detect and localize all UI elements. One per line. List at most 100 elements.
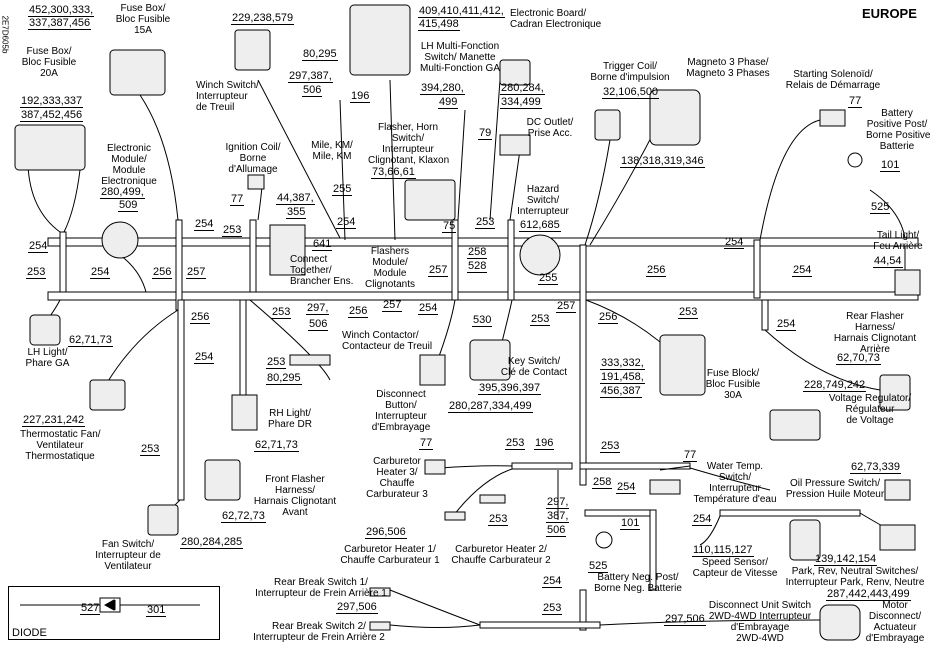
dc-outlet <box>499 134 531 156</box>
label-carb-heater-1: Carburetor Heater 1/Chauffe Carburateur … <box>340 544 440 566</box>
oil-pressure-switch <box>884 479 911 501</box>
label-dc-outlet: DC Outlet/Prise Acc. <box>526 117 574 139</box>
label-tail-light: Tail Light/Feu Arrière <box>873 230 923 252</box>
ref-number: 499 <box>438 96 459 109</box>
ref-number: 253 <box>488 513 509 526</box>
ref-number: 387,452,456 <box>20 109 84 122</box>
disconnect-button <box>419 354 446 386</box>
ref-number: 257 <box>556 300 577 313</box>
label-key-switch: Key Switch/Clé de Contact <box>500 356 568 378</box>
fuse-block-30a <box>659 334 706 396</box>
ref-number: 333,332, <box>600 357 645 370</box>
flasher-horn-switch <box>404 179 456 221</box>
tail-light <box>894 269 921 296</box>
park-rev-neutral <box>879 524 916 551</box>
ref-number: 254 <box>336 216 357 229</box>
ref-number: 254 <box>692 513 713 526</box>
ref-number: 253 <box>600 440 621 453</box>
ref-number: 191,458, <box>600 371 645 384</box>
winch-contactor <box>289 354 331 366</box>
label-oil-pressure-switch: Oil Pressure Switch/Pression Huile Moteu… <box>785 478 885 500</box>
ref-number: 254 <box>194 351 215 364</box>
trigger-coil <box>594 109 621 141</box>
ref-number: 525 <box>870 201 891 214</box>
ref-number: 62,70,73 <box>836 352 881 365</box>
rh-light <box>231 394 258 431</box>
ref-number: 506 <box>546 524 567 537</box>
ref-number: 44,387, <box>276 192 315 205</box>
ref-number: 530 <box>472 314 493 327</box>
magneto <box>649 89 701 146</box>
ref-number: 253 <box>222 224 243 237</box>
carb-heater-1 <box>444 511 466 521</box>
fan-switch <box>147 504 179 536</box>
ref-number: 62,71,73 <box>254 439 299 452</box>
label-trigger-coil: Trigger Coil/Borne d'impulsion <box>590 61 670 83</box>
ref-number: 255 <box>332 183 353 196</box>
carb-heater-2 <box>479 494 506 504</box>
ref-number: 80,295 <box>302 48 338 61</box>
ref-number: 256 <box>646 264 667 277</box>
label-park-rev-neutral: Park, Rev, Neutral Switches/Interrupteur… <box>785 566 925 588</box>
ref-number: 196 <box>534 437 555 450</box>
ref-number: 254 <box>542 575 563 588</box>
ref-number: 253 <box>140 443 161 456</box>
ref-number: 525 <box>588 560 609 573</box>
diode-detail-box <box>8 586 220 640</box>
battery-negative-post <box>595 531 613 549</box>
rear-break-switch-2 <box>369 621 391 631</box>
ref-number: 229,238,579 <box>231 12 295 25</box>
fuse-box-20a <box>14 124 86 171</box>
ref-number: 73,66,61 <box>371 166 416 179</box>
voltage-regulator <box>769 409 821 441</box>
ref-number: 77 <box>230 193 245 206</box>
ref-number: 394,280, <box>420 82 465 95</box>
ref-number: 297,506 <box>664 613 706 626</box>
winch-switch <box>234 29 271 71</box>
water-temp-switch <box>649 479 681 495</box>
ref-number: 254 <box>776 318 797 331</box>
ref-number: 527 <box>80 602 101 615</box>
ref-number: 253 <box>505 437 526 450</box>
ref-number: 62,73,339 <box>850 461 901 474</box>
ref-number: 255 <box>538 272 559 285</box>
battery-positive-post <box>847 152 863 168</box>
ref-number: 254 <box>418 302 439 315</box>
label-battery-negative-post: Battery Neg. Post/Borne Neg. Batterie <box>594 572 682 594</box>
ref-number: 77 <box>848 95 863 108</box>
ref-number: 280,499, <box>100 186 145 199</box>
label-rear-break-switch-1: Rear Break Switch 1/Interrupteur de Frei… <box>255 577 387 599</box>
ref-number: 253 <box>678 306 699 319</box>
ref-number: 409,410,411,412, <box>418 5 505 18</box>
ref-number: 256 <box>348 305 369 318</box>
ref-number: 253 <box>542 602 563 615</box>
ref-number: 296,506 <box>365 526 407 539</box>
label-rh-light: RH Light/Phare DR <box>268 408 312 430</box>
main-trunk-middle <box>47 291 919 301</box>
ref-number: 257 <box>186 266 207 279</box>
ref-number: 612,685 <box>519 219 561 232</box>
ref-number: 139,142,154 <box>814 553 878 566</box>
label-magneto: Magneto 3 Phase/Magneto 3 Phases <box>686 57 770 79</box>
ref-number: 256 <box>190 311 211 324</box>
ref-number: 254 <box>90 266 111 279</box>
ref-number: 287,442,443,499 <box>826 588 911 601</box>
ref-number: 337,387,456 <box>28 17 92 30</box>
label-winch-contactor: Winch Contactor/Contacteur de Treuil <box>342 330 433 352</box>
ref-number: 258 <box>467 246 488 259</box>
ref-number: 44,54 <box>873 255 903 268</box>
ref-number: 528 <box>467 260 488 273</box>
ref-number: 253 <box>530 313 551 326</box>
ref-number: 254 <box>194 218 215 231</box>
rear-break-switch-1 <box>369 587 391 597</box>
